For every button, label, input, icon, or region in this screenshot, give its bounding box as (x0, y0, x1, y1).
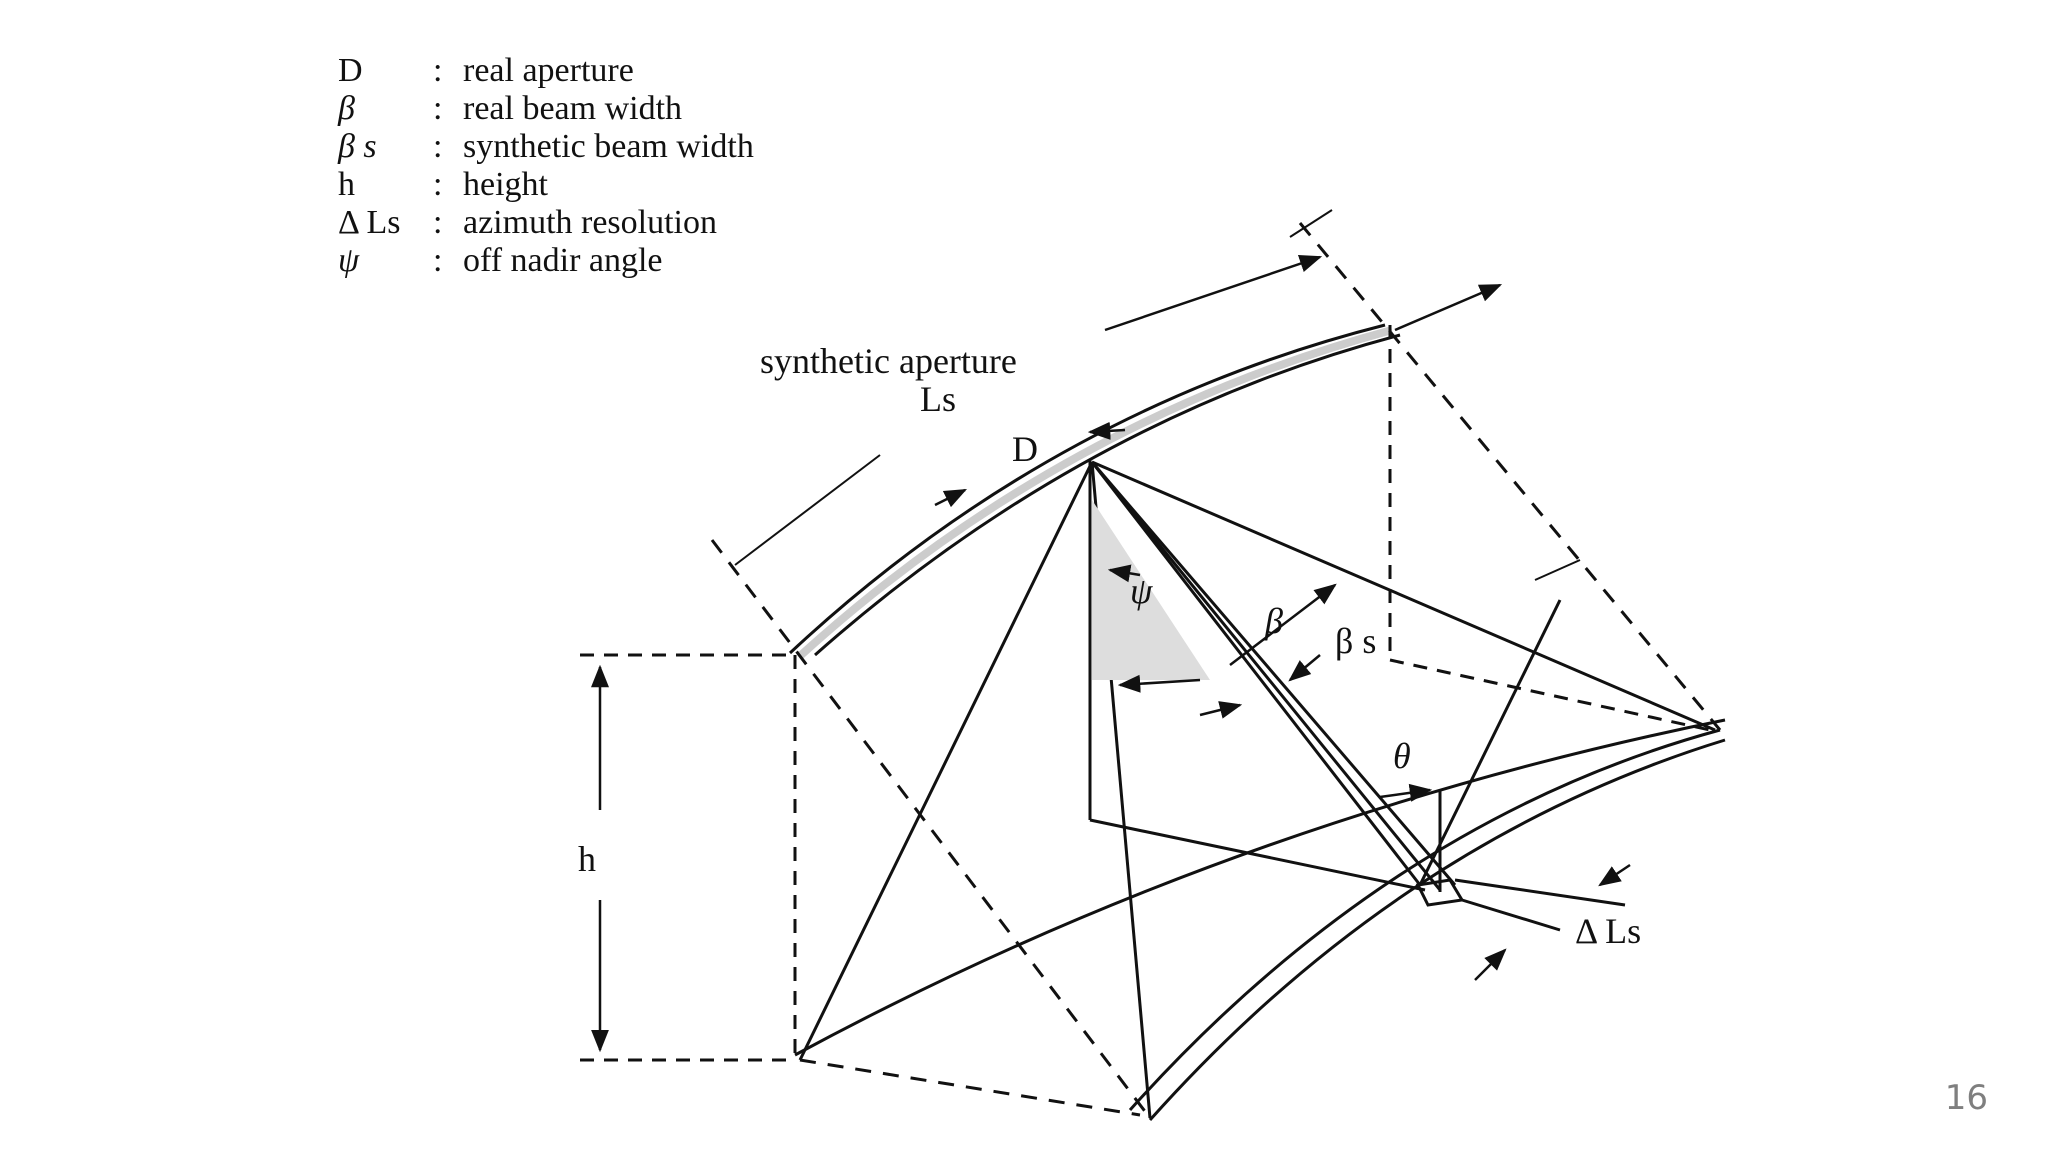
d-label: D (1012, 429, 1038, 469)
flight-path-outer (788, 323, 1386, 655)
beta-s-label: β s (1335, 621, 1377, 661)
delta-ls-label: Δ Ls (1575, 911, 1642, 951)
legend-item-d: D:real aperture (338, 52, 634, 89)
ls-label: Ls (920, 379, 956, 419)
ground-arc-near (794, 718, 1726, 1057)
legend-item-beta: β:real beam width (338, 90, 683, 127)
legend-item-beta-s: β s:synthetic beam width (338, 128, 754, 165)
flight-path-shade (797, 326, 1394, 659)
beta-label: β (1265, 601, 1283, 641)
legend-item-h: h:height (338, 166, 548, 203)
flight-path-inner (814, 333, 1401, 657)
theta-label: θ (1393, 736, 1411, 776)
page-number: 16 (1944, 1078, 1988, 1118)
ls-arrow (1104, 254, 1323, 332)
legend-item-delta-ls: Δ Ls:azimuth resolution (338, 204, 718, 241)
synthetic-aperture-label: synthetic aperture (760, 341, 1017, 381)
psi-label: ψ (1130, 571, 1153, 611)
h-label: h (578, 839, 596, 879)
legend-item-psi: ψ:off nadir angle (338, 242, 663, 279)
